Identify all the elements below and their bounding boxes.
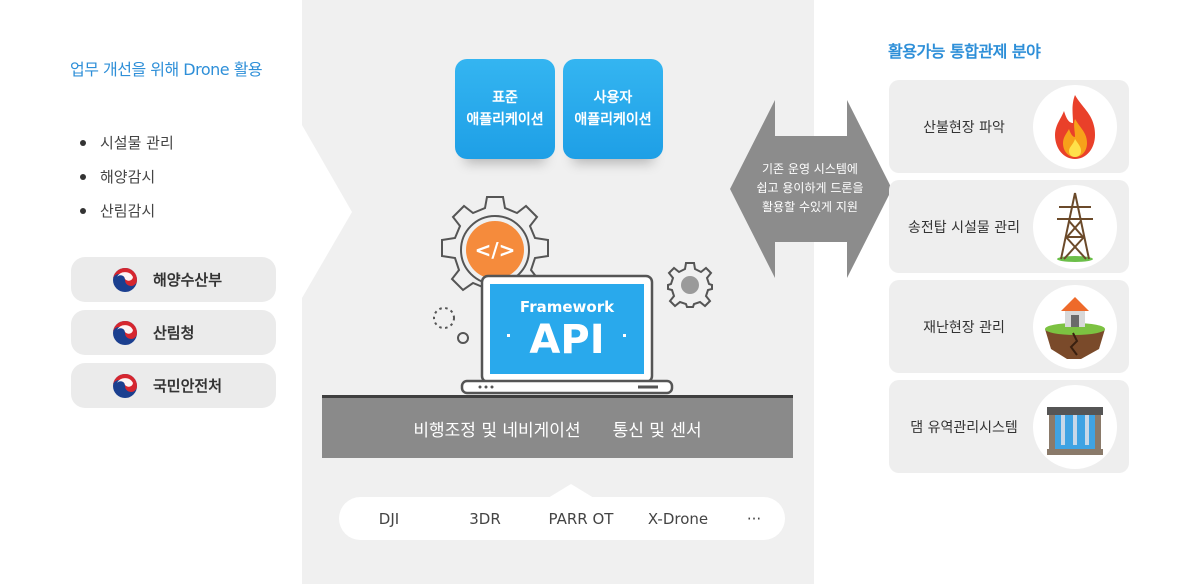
field-wildfire: 산불현장 파악 <box>889 80 1129 173</box>
taegeuk-emblem-icon <box>113 373 137 398</box>
fire-icon <box>1055 95 1095 159</box>
dam-icon <box>1047 407 1103 455</box>
laptop-icon: Framework API <box>460 274 674 395</box>
api-label: API <box>529 317 604 363</box>
list-item: 시설물 관리 <box>80 126 174 160</box>
field-disaster: 재난현장 관리 <box>889 280 1129 373</box>
org-badge-forest-service: 산림청 <box>71 310 276 355</box>
nav-label: 비행조정 및 네비게이션 <box>413 420 581 441</box>
list-item: 해양감시 <box>80 160 174 194</box>
taegeuk-emblem-icon <box>113 320 137 345</box>
small-gear-icon <box>667 262 713 308</box>
right-title: 활용가능 통합관제 분야 <box>888 42 1041 61</box>
vendor-3dr: 3DR <box>469 510 501 528</box>
vendor-xdrone: X-Drone <box>647 510 709 528</box>
org-badge-public-safety: 국민안전처 <box>71 363 276 408</box>
nav-sensor-bar: 비행조정 및 네비게이션 통신 및 센서 <box>322 395 793 458</box>
sensor-label: 통신 및 센서 <box>612 420 702 441</box>
framework-label: Framework <box>520 298 615 316</box>
left-title: 업무 개선을 위해 Drone 활용 <box>70 60 263 79</box>
vendor-bar <box>339 497 785 540</box>
dotted-circle-deco <box>433 307 455 329</box>
taegeuk-emblem-icon <box>113 267 137 292</box>
gear-icon: </> <box>441 196 549 302</box>
small-circle-deco <box>457 332 469 344</box>
field-dam: 댐 유역관리시스템 <box>889 380 1129 473</box>
drone-use-list: 시설물 관리 해양감시 산림감시 <box>80 126 174 228</box>
framework-api-illustration: </> Framework API <box>433 196 713 395</box>
code-icon: </> <box>475 238 516 262</box>
vendor-more: ··· <box>746 510 762 528</box>
list-item: 산림감시 <box>80 194 174 228</box>
disaster-house-icon <box>1045 297 1105 359</box>
org-badge-ministry-of-oceans: 해양수산부 <box>71 257 276 302</box>
vendor-dji: DJI <box>378 510 400 528</box>
field-power-tower: 송전탑 시설물 관리 <box>889 180 1129 273</box>
power-tower-icon <box>1057 192 1093 262</box>
bidirectional-arrow <box>730 100 892 278</box>
arrow-description: 기존 운영 시스템에 쉽고 용이하게 드론을 활용할 수있게 지원 <box>756 162 864 214</box>
vendor-pointer <box>548 484 594 498</box>
vendor-parrot: PARR OT <box>548 510 614 528</box>
